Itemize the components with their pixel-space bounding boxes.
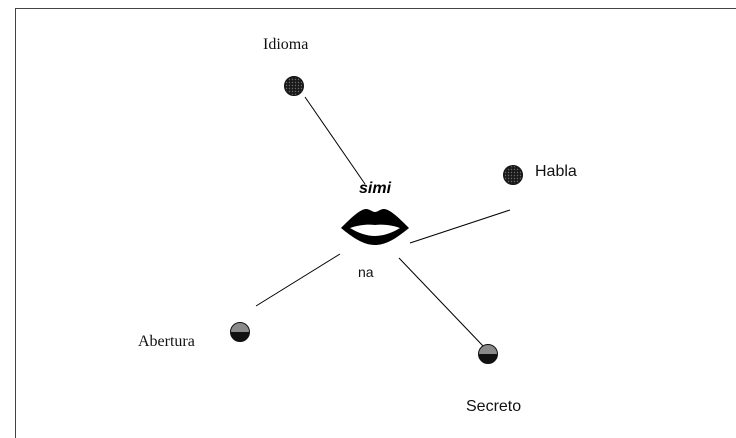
node-label-abertura: Abertura bbox=[138, 333, 195, 350]
node-idioma[interactable]: Idioma bbox=[263, 36, 308, 96]
half-filled-circle-icon bbox=[230, 322, 250, 342]
node-label-idioma: Idioma bbox=[263, 36, 308, 53]
node-label-habla: Habla bbox=[535, 163, 577, 180]
node-label-secreto: Secreto bbox=[466, 398, 521, 415]
edge-idioma bbox=[304, 96, 366, 185]
center-word: simi bbox=[359, 180, 392, 197]
edge-habla bbox=[409, 209, 511, 244]
node-habla[interactable]: Habla bbox=[503, 163, 577, 185]
dotted-circle-icon bbox=[284, 76, 304, 96]
edge-abertura bbox=[255, 253, 341, 307]
center-concept[interactable]: simi na bbox=[341, 180, 409, 280]
concept-diagram: Idioma Habla Abertura Secreto simi bbox=[138, 36, 577, 416]
half-filled-circle-icon bbox=[478, 344, 498, 364]
node-abertura[interactable]: Abertura bbox=[138, 322, 250, 351]
lips-icon bbox=[341, 209, 409, 245]
edge-secreto bbox=[398, 257, 485, 348]
center-sub-word: na bbox=[358, 264, 374, 280]
node-secreto[interactable]: Secreto bbox=[466, 344, 521, 416]
dotted-circle-icon bbox=[503, 165, 523, 185]
diagram-frame bbox=[15, 8, 736, 438]
